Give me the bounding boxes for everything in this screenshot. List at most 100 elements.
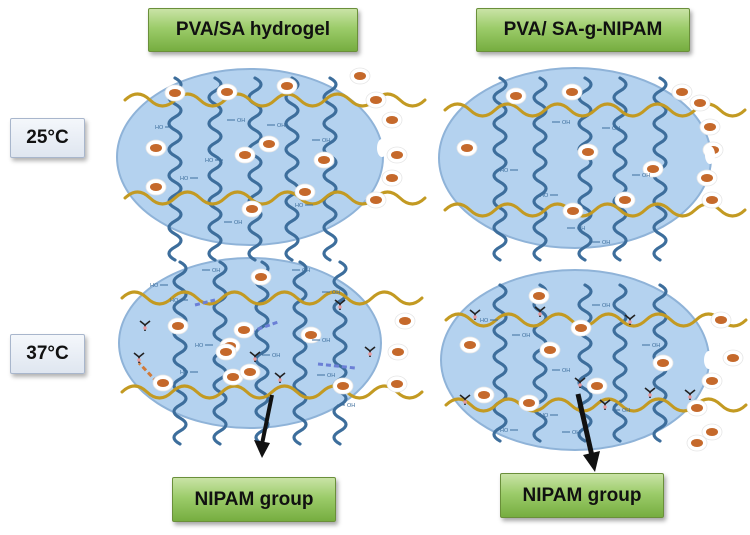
- hydroxyl-label: OH: [347, 403, 355, 409]
- header-right-label: PVA/ SA-g-NIPAM: [503, 19, 663, 40]
- pva-chain: [612, 76, 628, 262]
- drug-particle: [701, 191, 723, 209]
- nipam-group: [534, 306, 546, 317]
- drug-particle: [701, 372, 723, 390]
- pva-chain: [322, 76, 338, 262]
- hydroxyl-label: OH: [562, 368, 570, 374]
- hydroxyl-label: OH: [322, 138, 330, 144]
- hydroxyl-label: OH: [562, 120, 570, 126]
- drug-particle: [722, 349, 744, 367]
- hydroxyl-label: HO: [205, 158, 214, 164]
- drug-particle: [381, 111, 403, 129]
- drug-particle: [234, 146, 256, 164]
- hydroxyl-label: OH: [522, 333, 530, 339]
- drug-particle: [387, 343, 409, 361]
- sa-chain: [120, 384, 424, 400]
- drug-particle: [562, 202, 584, 220]
- pva-chain: [292, 260, 308, 446]
- callout-right-nipam-group: NIPAM group: [500, 473, 664, 518]
- nipam-group: [599, 399, 611, 410]
- hydroxyl-label: HO: [500, 168, 509, 174]
- nipam-group: [364, 346, 376, 357]
- hydroxyl-label: OH: [652, 343, 660, 349]
- nipam-group: [469, 309, 481, 320]
- nipam-group: [334, 299, 346, 310]
- header-left-pva-sa: PVA/SA hydrogel: [148, 8, 358, 52]
- hydroxyl-label: HO: [540, 413, 549, 419]
- nipam-group: [644, 387, 656, 398]
- pva-chain: [332, 260, 348, 446]
- header-right-pva-sa-nipam: PVA/ SA-g-NIPAM: [476, 8, 690, 52]
- drug-particle: [258, 135, 280, 153]
- drug-particle: [365, 191, 387, 209]
- drug-particle: [699, 118, 721, 136]
- drug-particle: [456, 139, 478, 157]
- drug-particle: [561, 83, 583, 101]
- drug-particle: [671, 83, 693, 101]
- drug-particle: [164, 84, 186, 102]
- drug-particle: [652, 354, 674, 372]
- drug-particle: [386, 146, 408, 164]
- hydrogen-bond: [194, 298, 216, 307]
- drug-particle: [696, 169, 718, 187]
- sa-chain: [443, 202, 747, 218]
- hydroxyl-label: HO: [540, 193, 549, 199]
- drug-particle: [152, 374, 174, 392]
- hydroxyl-label: HO: [170, 298, 179, 304]
- drug-particle: [539, 341, 561, 359]
- arrow-left: [254, 394, 274, 458]
- callout-left-nipam-group: NIPAM group: [172, 477, 336, 522]
- nipam-group: [574, 377, 586, 388]
- hydroxyl-label: OH: [234, 220, 242, 226]
- hydroxyl-label: HO: [150, 283, 159, 289]
- drug-particle: [300, 326, 322, 344]
- drug-particle: [241, 200, 263, 218]
- drug-particle: [294, 183, 316, 201]
- hydroxyl-label: HO: [295, 203, 304, 209]
- drug-particle: [710, 311, 732, 329]
- drug-particle: [381, 169, 403, 187]
- nipam-group: [274, 372, 286, 383]
- drug-particle: [145, 139, 167, 157]
- pva-chain: [577, 76, 593, 262]
- pva-chain: [207, 76, 223, 262]
- hydrogen-bond: [249, 320, 279, 334]
- nipam-group: [684, 389, 696, 400]
- drug-particle: [473, 386, 495, 404]
- drug-particle: [276, 77, 298, 95]
- drug-particle: [222, 368, 244, 386]
- hydroxyl-label: HO: [180, 176, 189, 182]
- pva-chain: [492, 76, 508, 262]
- drug-particle: [386, 375, 408, 393]
- hydroxyl-label: OH: [572, 430, 580, 436]
- nipam-group: [139, 320, 151, 331]
- nipam-group: [133, 352, 145, 363]
- drug-particle: [215, 343, 237, 361]
- hydroxyl-label: OH: [642, 173, 650, 179]
- drug-particle: [686, 399, 708, 417]
- hydroxyl-label: OH: [332, 290, 340, 296]
- drug-particle: [216, 83, 238, 101]
- drug-particle: [332, 377, 354, 395]
- nipam-group: [249, 351, 261, 362]
- pva-chain: [284, 76, 300, 262]
- temp-label-25: 25°C: [10, 118, 85, 158]
- drug-particle: [145, 178, 167, 196]
- hydroxyl-label: OH: [602, 240, 610, 246]
- hydroxyl-label: OH: [577, 226, 585, 232]
- drug-particle: [239, 363, 261, 381]
- drug-particle: [349, 67, 371, 85]
- hydroxyl-label: OH: [322, 338, 330, 344]
- drug-particle: [250, 268, 272, 286]
- hydroxyl-label: HO: [480, 318, 489, 324]
- drug-particle: [528, 287, 550, 305]
- hydroxyl-label: HO: [500, 428, 509, 434]
- drug-particle: [365, 91, 387, 109]
- drug-particle: [518, 394, 540, 412]
- drug-particle: [586, 377, 608, 395]
- hydroxyl-label: OH: [327, 373, 335, 379]
- pva-chain: [532, 76, 548, 262]
- hydroxyl-label: HO: [155, 125, 164, 131]
- temp-label-37: 37°C: [10, 334, 85, 374]
- nipam-group: [624, 314, 636, 325]
